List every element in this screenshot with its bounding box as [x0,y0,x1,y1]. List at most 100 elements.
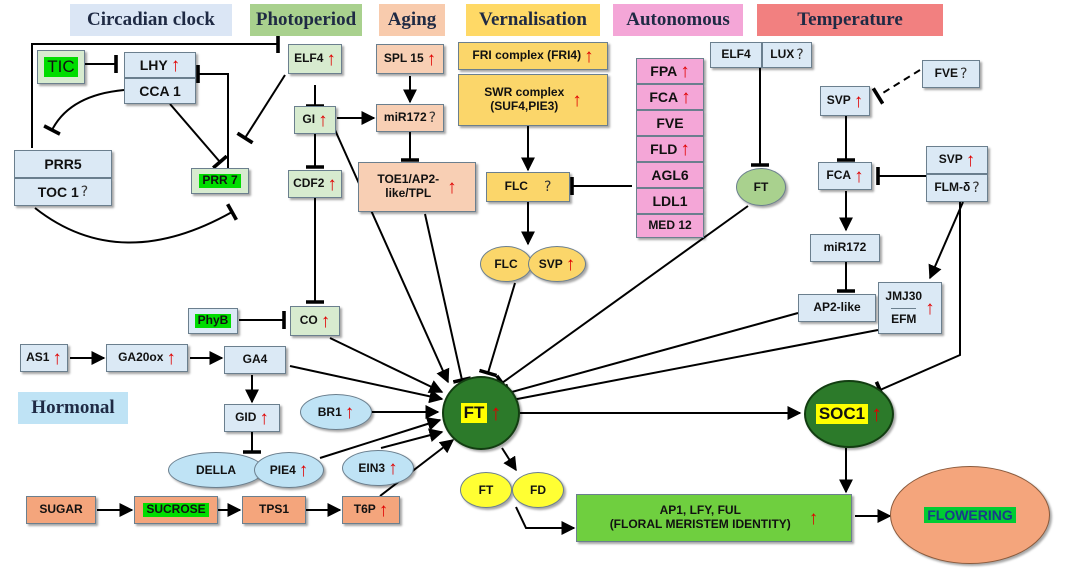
node-jmj30-efm: JMJ30 EFM ↑ [878,282,942,334]
node-soc1: SOC1↑ [804,380,894,448]
header-circadian-clock: Circadian clock [70,4,232,36]
node-as1: AS1↑ [20,344,68,372]
edge-gi-ft [334,129,450,384]
question-mark-icon: ? [972,179,980,196]
lux-label: LUX [770,47,795,62]
node-ft-main: FT↑ [442,376,520,450]
mir172-temp-label: miR172 [823,240,867,255]
efm-label: EFM [891,307,917,327]
edge-ftfd-ap1 [515,506,576,535]
node-gid: GID↑ [224,404,280,432]
up-arrow-icon: ↑ [170,54,181,76]
up-arrow-icon: ↑ [681,86,691,108]
edge-toe1-ft [424,213,472,384]
edge-ein3-ft [380,428,444,449]
node-ap1-lfy-ful: AP1, LFY, FUL (FLORAL MERISTEM IDENTITY)… [576,494,852,542]
toe1-text: TOE1/AP2- like/TPL [377,172,439,201]
ldl1-label: LDL1 [652,192,688,209]
br1-label: BR1 [317,405,342,419]
node-ein3: EIN3↑ [342,450,414,486]
fca-auto-label: FCA [649,88,679,105]
node-fve-temp: FVE? [922,60,980,88]
question-mark-icon: ? [80,183,89,200]
node-toc1: TOC 1? [14,178,112,206]
edge-prr7-lhy [196,65,229,168]
edge-svpflm-jmj30 [928,201,964,280]
node-fve-auto: FVE [636,110,704,136]
jmj30-label: JMJ30 [885,288,923,303]
up-arrow-icon: ↑ [166,347,176,369]
soc1-label: SOC1 [815,404,869,424]
header-autonomous-label: Autonomous [626,9,730,30]
node-ft-fd-fd: FD [512,472,564,508]
up-arrow-icon: ↑ [318,109,328,131]
header-temperature-label: Temperature [797,9,903,30]
fve-temp-label: FVE [934,66,958,81]
node-fpa: FPA↑ [636,58,704,84]
node-gi: GI↑ [294,106,336,134]
node-ft-small: FT [736,168,786,206]
node-elf4-temp: ELF4 [710,42,762,68]
ga20ox-label: GA20ox [118,350,164,365]
edge-ftsmall-ft [495,205,749,392]
header-hormonal: Hormonal [18,392,128,424]
node-tps1: TPS1 [242,496,306,524]
svp-flm-label: SVP [938,152,963,167]
question-mark-icon: ? [959,65,968,82]
node-ldl1: LDL1 [636,188,704,214]
node-ga4: GA4 [224,346,286,374]
up-arrow-icon: ↑ [925,297,935,319]
swr-text: SWR complex (SUF4,PIE3) [484,85,564,114]
node-br1: BR1↑ [300,394,372,430]
node-toe1: TOE1/AP2- like/TPL ↑ [358,162,476,212]
elf4-temp-label: ELF4 [721,47,751,62]
node-spl15: SPL 15↑ [376,44,444,74]
node-swr-complex: SWR complex (SUF4,PIE3) ↑ [458,74,608,126]
node-prr5: PRR5 [14,150,112,178]
question-mark-icon: ? [543,178,552,195]
fld-label: FLD [650,140,678,157]
ftfd-fd-label: FD [530,483,546,497]
header-autonomous: Autonomous [613,4,743,36]
as1-label: AS1 [26,350,50,365]
header-hormonal-label: Hormonal [31,397,115,418]
up-arrow-icon: ↑ [447,176,457,198]
edge-toc1-prr7 [34,203,238,244]
up-arrow-icon: ↑ [854,165,864,187]
node-lhy: LHY↑ [124,52,196,78]
ap1-line1: AP1, LFY, FUL [659,503,741,518]
header-aging: Aging [379,4,445,36]
node-svp-flm: SVP↑ [926,146,988,174]
edge-flm-soc1 [874,202,961,399]
node-fca-temp: FCA↑ [818,162,872,190]
prr5-label: PRR5 [44,155,82,172]
node-pie4: PIE4↑ [254,452,324,488]
cdf2-label: CDF2 [293,176,325,191]
ftfd-ft-label: FT [478,483,494,497]
node-t6p: T6P↑ [342,496,400,524]
flm-label: FLM-δ [934,180,971,195]
svp-temp-label: SVP [826,93,851,108]
flc-label: FLC [504,179,528,194]
spl15-label: SPL 15 [383,51,424,66]
up-arrow-icon: ↑ [298,459,309,481]
fpa-label: FPA [650,62,678,79]
node-agl6: AGL6 [636,162,704,188]
up-arrow-icon: ↑ [327,173,337,195]
edge-lhy-prr7 [169,103,228,170]
sugar-label: SUGAR [39,502,83,517]
ft-small-label: FT [753,180,769,194]
ap1-line2: (FLORAL MERISTEM IDENTITY) [609,517,791,531]
ft-main-label: FT [460,403,488,423]
up-arrow-icon: ↑ [680,138,690,160]
node-ap2-like: AP2-like [798,294,876,322]
header-photoperiod-label: Photoperiod [255,9,357,30]
up-arrow-icon: ↑ [584,45,594,67]
header-photoperiod: Photoperiod [250,4,362,36]
node-della: DELLA [168,452,264,488]
ap1-text: AP1, LFY, FUL (FLORAL MERISTEM IDENTITY) [609,503,791,532]
svp-ellipse-label: SVP [538,257,563,271]
node-svp-ellipse: SVP↑ [528,246,586,282]
agl6-label: AGL6 [651,166,689,183]
node-sucrose: SUCROSE [134,496,218,524]
